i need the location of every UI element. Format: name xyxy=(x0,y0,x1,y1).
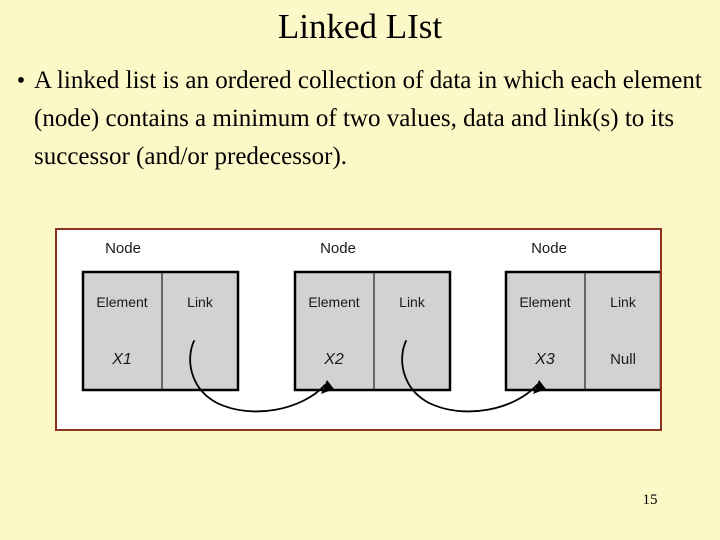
linked-list-svg: Node Element Link X1 Node Element Link X… xyxy=(81,240,660,413)
page-number: 15 xyxy=(642,492,658,508)
bullet-list: • A linked list is an ordered collection… xyxy=(8,62,720,176)
node-2-element-value: X2 xyxy=(323,351,344,368)
bullet-point-icon: • xyxy=(16,68,26,94)
node-2-element-header: Element xyxy=(308,294,359,310)
diagram-node-2: Node Element Link X2 xyxy=(293,240,452,392)
node-2-link-header: Link xyxy=(399,294,426,310)
linked-list-diagram: Node Element Link X1 Node Element Link X… xyxy=(55,228,662,431)
link-arrow-1-head xyxy=(321,380,334,394)
node-1-element-value: X1 xyxy=(111,351,132,368)
node-3-link-header: Link xyxy=(610,294,637,310)
node-3-element-value: X3 xyxy=(534,351,555,368)
link-arrow-1 xyxy=(189,340,334,413)
node-3-element-header: Element xyxy=(519,294,570,310)
node-3-link-value: Null xyxy=(610,351,636,368)
node-1-element-header: Element xyxy=(96,294,147,310)
diagram-node-1: Node Element Link X1 xyxy=(81,240,240,392)
node-3-box xyxy=(504,270,660,392)
node-1-link-header: Link xyxy=(187,294,214,310)
link-arrow-2 xyxy=(401,340,546,413)
list-item: • A linked list is an ordered collection… xyxy=(8,62,720,176)
node-2-label: Node xyxy=(320,240,356,257)
link-arrow-2-head xyxy=(533,380,546,394)
node-2-box xyxy=(293,270,452,392)
bullet-item-text: A linked list is an ordered collection o… xyxy=(34,67,702,170)
node-1-box xyxy=(81,270,240,392)
diagram-node-3: Node Element Link X3 Null xyxy=(504,240,660,392)
node-3-label: Node xyxy=(531,240,567,257)
page-title: Linked LIst xyxy=(277,7,443,46)
node-1-label: Node xyxy=(105,240,141,257)
